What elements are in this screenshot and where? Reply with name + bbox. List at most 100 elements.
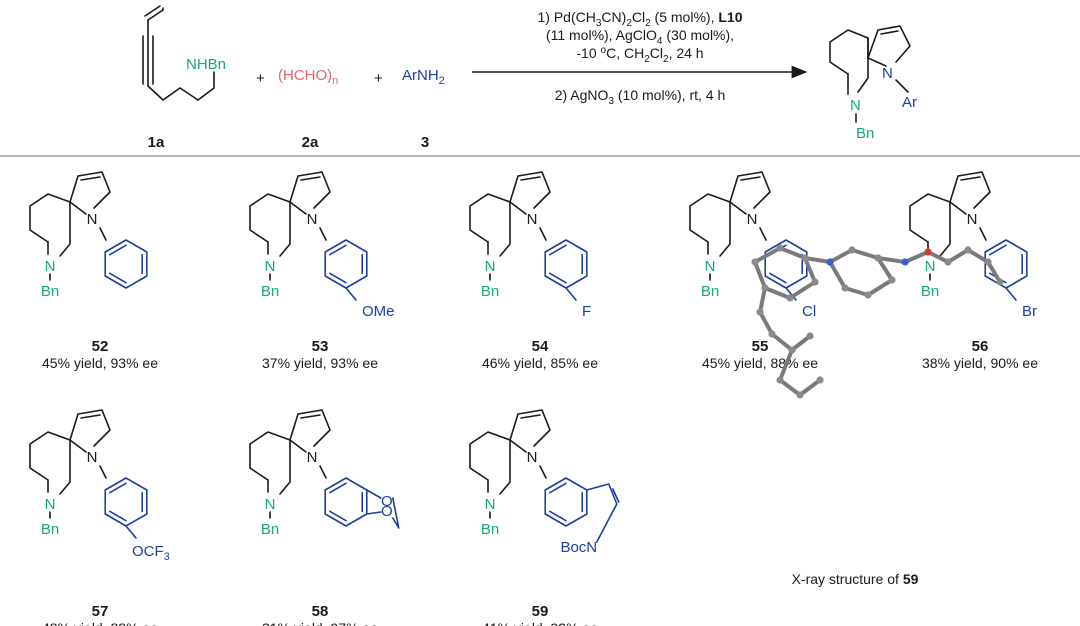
pyrroline-N: N [527,449,538,466]
xray-caption: X-ray structure of 59 [792,571,919,587]
dioxole-O1: O [381,503,393,520]
xray-atom [788,346,796,354]
product-N-piperidine: N [850,97,861,114]
xray-atom [811,278,819,286]
xray-atom [801,254,809,262]
reaction-conditions: 1) Pd(CH3CN)2Cl2 (5 mol%), L10 (11 mol%)… [538,9,743,107]
benzyl-label: Bn [41,283,59,300]
xray-atom [864,291,872,299]
compound-58: N Bn N OO 5831% yield, 97% ee [249,409,400,626]
product-Ar: Ar [902,94,917,111]
benzyl-label: Bn [261,521,279,538]
xray-atom [841,284,849,292]
reactant-2a: (HCHO)n 2a [278,67,338,151]
reactant3-label: 3 [421,134,429,151]
piperidine-N: N [45,258,56,275]
piperidine-N: N [265,258,276,275]
xray-atom [901,258,909,266]
compound-id: 54 [532,338,549,355]
xray-atom [874,254,882,262]
reactant1-label: 1a [148,134,165,151]
xray-atom [964,246,972,254]
piperidine-N: N [705,258,716,275]
xray-atom [768,330,776,338]
xray-atom [786,294,794,302]
compound-yield: 38% yield, 90% ee [922,355,1038,371]
compound-id: 58 [312,603,329,620]
paraformaldehyde-text: (HCHO) [278,67,332,84]
pyrroline-N: N [87,449,98,466]
pyrroline-N: N [747,211,758,228]
xray-atom [924,248,932,256]
compound-yield: 45% yield, 88% ee [702,355,818,371]
conditions-line4: 2) AgNO3 (10 mol%), rt, 4 h [555,87,726,107]
paraformaldehyde-sub: n [332,75,338,87]
reactant2-label: 2a [302,134,319,151]
benzyl-label: Bn [481,283,499,300]
pyrroline-N: N [527,211,538,228]
aniline-text: ArNH [402,67,439,84]
piperidine-N: N [925,258,936,275]
xray-atom [816,376,824,384]
xray-atom [996,278,1004,286]
boc-N: BocN [560,539,597,556]
xray-atom [761,284,769,292]
xray-structure: X-ray structure of 59 [751,244,1004,587]
product-N-ring: N [882,65,893,82]
piperidine-N: N [45,496,56,513]
piperidine-N: N [485,496,496,513]
xray-atom [776,376,784,384]
compound-id: 59 [532,603,549,620]
reactant-3: ArNH2 3 [402,67,445,151]
compound-yield: 46% yield, 85% ee [482,355,598,371]
substituent-F: F [582,303,591,320]
xray-bonds [753,246,1002,397]
pyrroline-N: N [307,211,318,228]
xray-atom [776,244,784,252]
compound-yield: 41% yield, 92% ee [482,620,598,626]
piperidine-N: N [485,258,496,275]
amine-label: NHBn [186,56,226,73]
benzyl-label: Bn [481,521,499,538]
pyrroline-N: N [87,211,98,228]
plus-sign-2: + [374,70,383,87]
xray-atom [826,258,834,266]
plus-sign-1: + [256,70,265,87]
compound-id: 57 [92,603,109,620]
xray-atom [848,246,856,254]
benzyl-label: Bn [41,521,59,538]
aniline-sub: 2 [439,75,445,87]
compound-id: 55 [752,338,769,355]
conditions-line1: 1) Pd(CH3CN)2Cl2 (5 mol%), L10 [538,9,743,29]
xray-atom [984,258,992,266]
xray-atom [796,391,804,399]
product-general: N Ar N Bn [829,25,917,142]
compound-id: 53 [312,338,329,355]
compound-yield: 48% yield, 88% ee [42,620,158,626]
xray-atom [756,308,764,316]
pyrroline-N: N [307,449,318,466]
compound-id: 52 [92,338,109,355]
compound-id: 56 [972,338,989,355]
xray-atom [751,258,759,266]
compound-57: NBnNOCF35748% yield, 88% ee [29,409,170,626]
svg-text:(HCHO)n: (HCHO)n [278,67,338,87]
substituent-Br: Br [1022,303,1037,320]
substituent-OMe: OMe [362,303,395,320]
xray-atom [806,332,814,340]
dioxole-O2: O [381,493,393,510]
piperidine-N: N [265,496,276,513]
conditions-line3: -10 oC, CH2Cl2, 24 h [576,45,703,65]
reactant-1a: NHBn 1a [142,5,226,151]
compound-yield: 31% yield, 97% ee [262,620,378,626]
product-Bn: Bn [856,125,874,142]
pyrroline-N: N [967,211,978,228]
xray-atom [944,258,952,266]
